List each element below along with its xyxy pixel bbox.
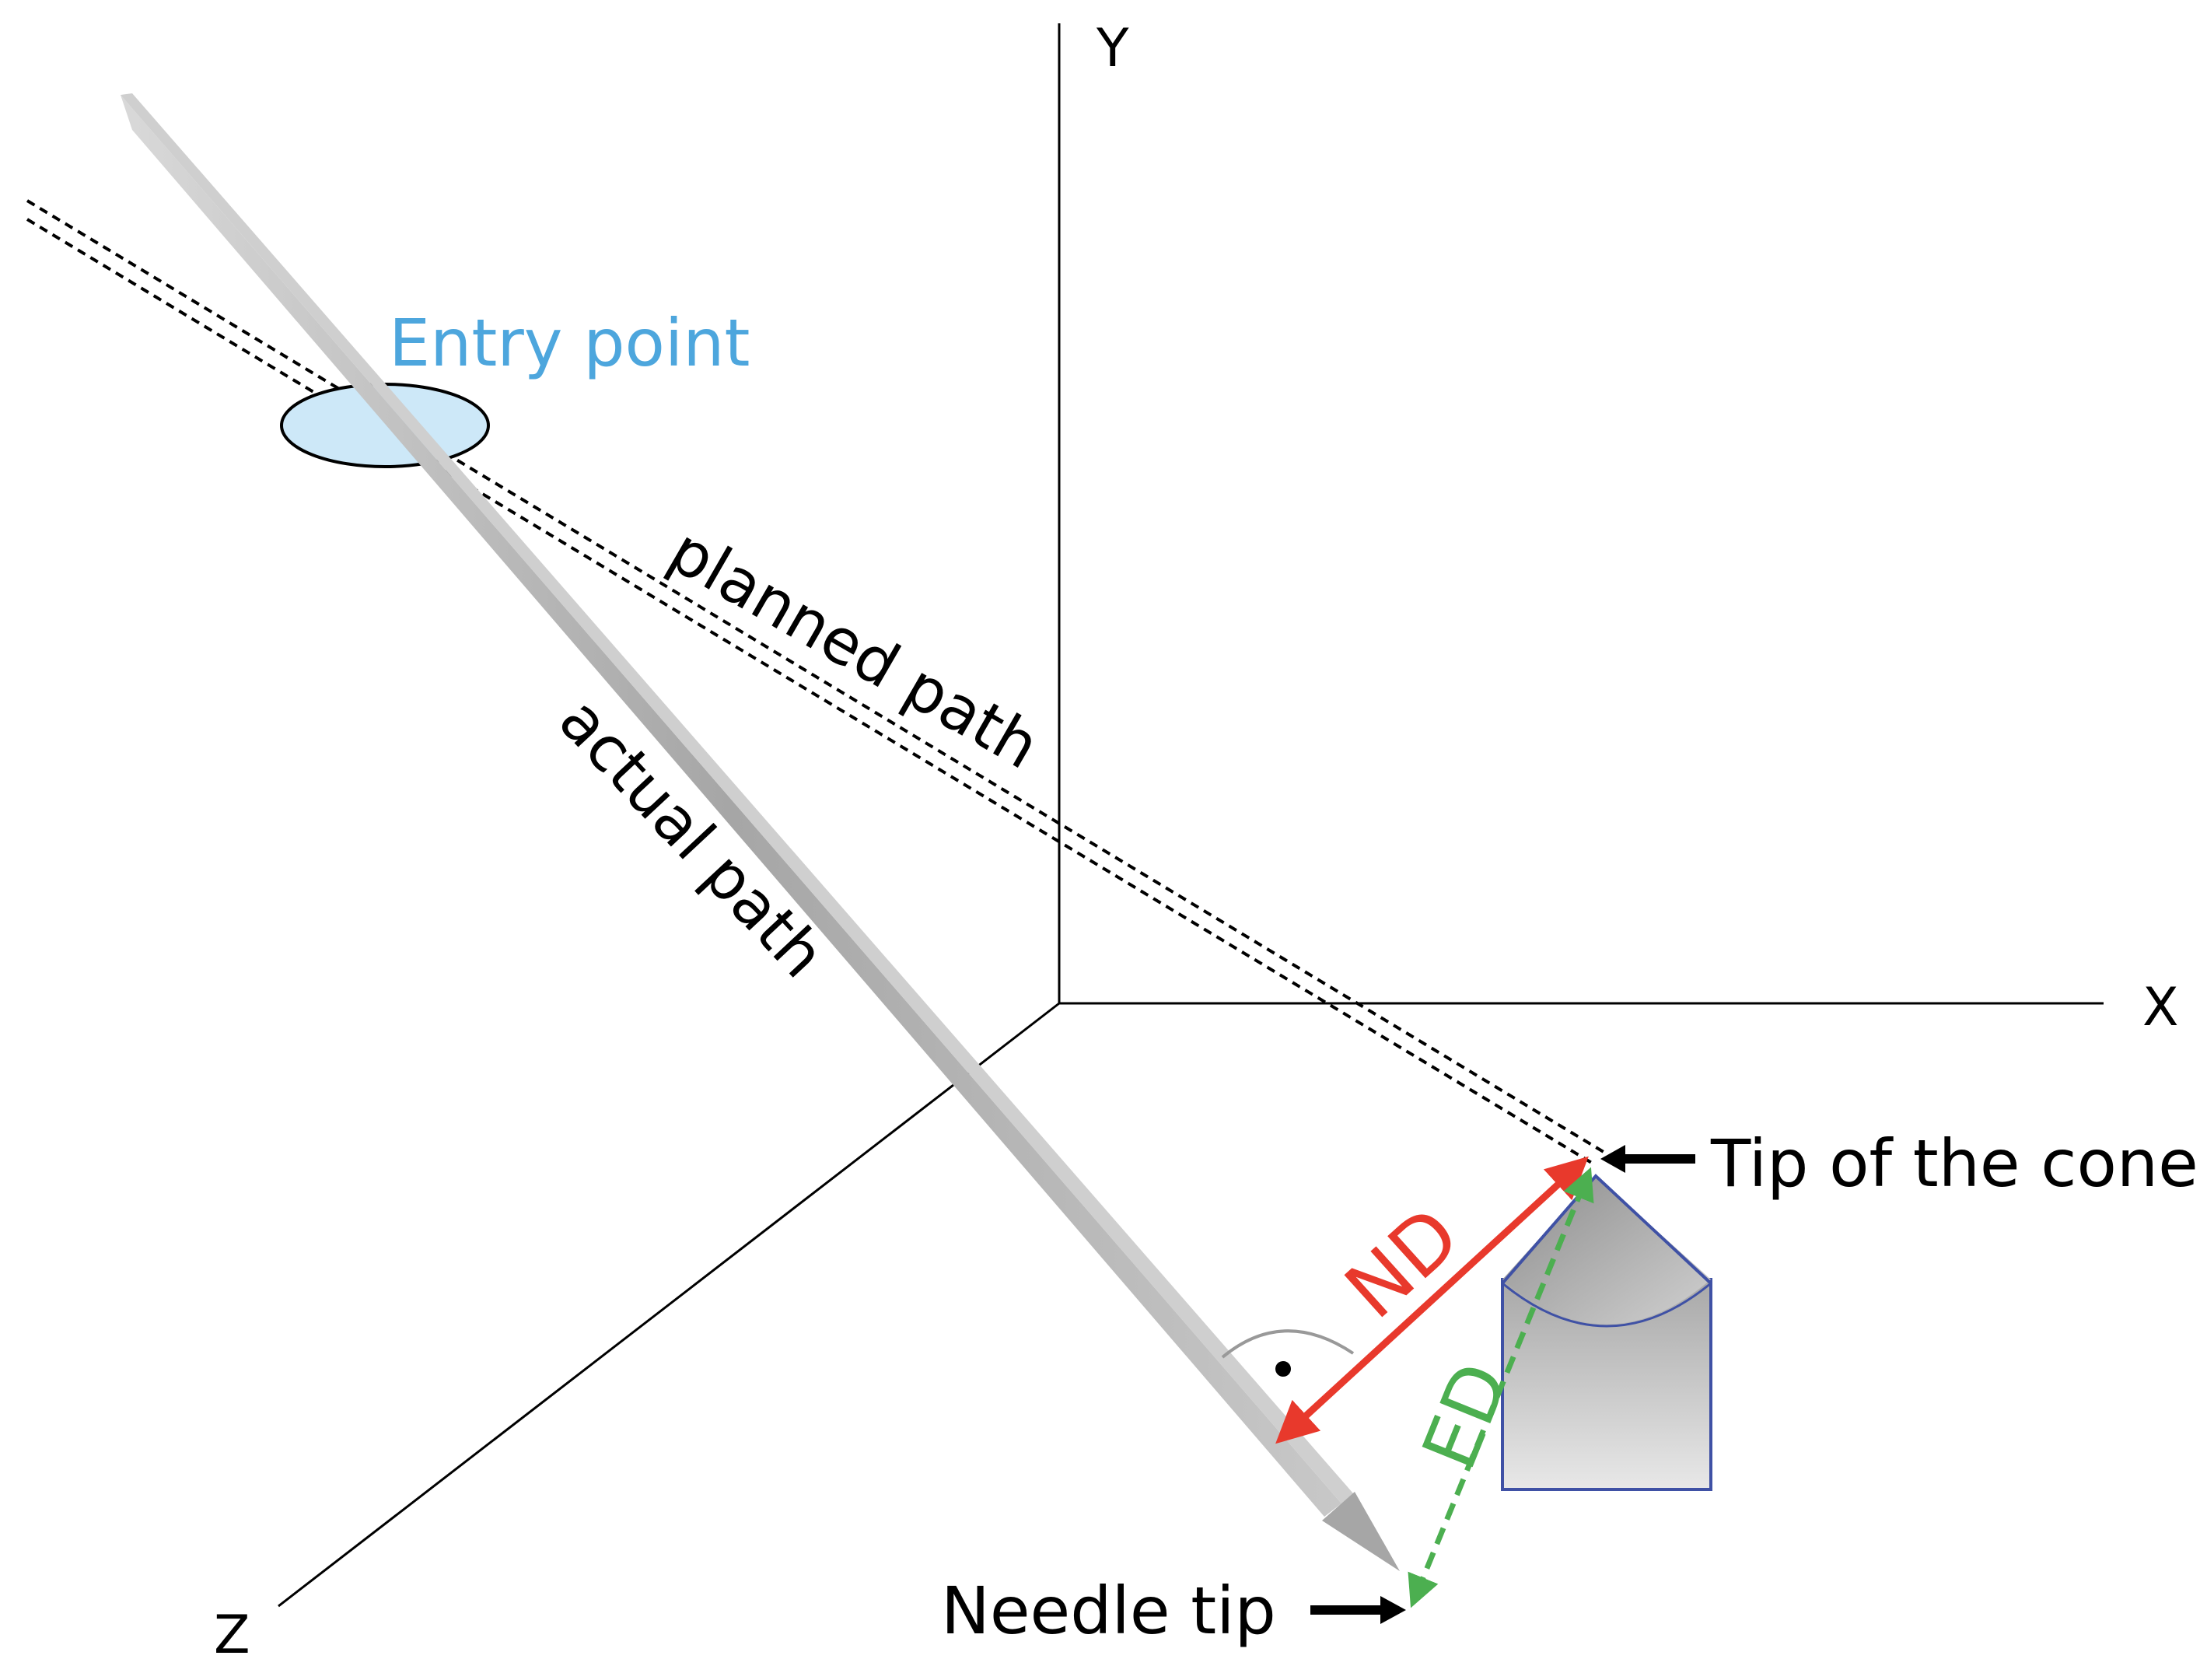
tip-of-cone-pointer: [1600, 1145, 1695, 1173]
needle-tip-point: [1322, 1492, 1400, 1571]
entry-point-label: Entry point: [389, 305, 750, 381]
cone-shape: [1501, 1174, 1712, 1491]
z-axis-line: [278, 1002, 1060, 1608]
z-axis-label: Z: [214, 1605, 250, 1666]
x-axis-label: X: [2142, 977, 2179, 1038]
nd-label: ND: [1328, 1189, 1477, 1336]
axes: [278, 23, 2104, 1608]
needle-tip-label: Needle tip: [941, 1573, 1276, 1649]
y-axis-label: Y: [1096, 18, 1129, 79]
planned-path-line: [26, 199, 1605, 1166]
needle: [121, 93, 1400, 1571]
actual-path-label: actual path: [545, 684, 838, 992]
tip-of-cone-label: Tip of the cone: [1710, 1125, 2198, 1202]
ed-arrow: [1408, 1167, 1594, 1608]
planned-path-label: planned path: [658, 514, 1051, 783]
needle-tip-pointer: [1310, 1596, 1406, 1624]
